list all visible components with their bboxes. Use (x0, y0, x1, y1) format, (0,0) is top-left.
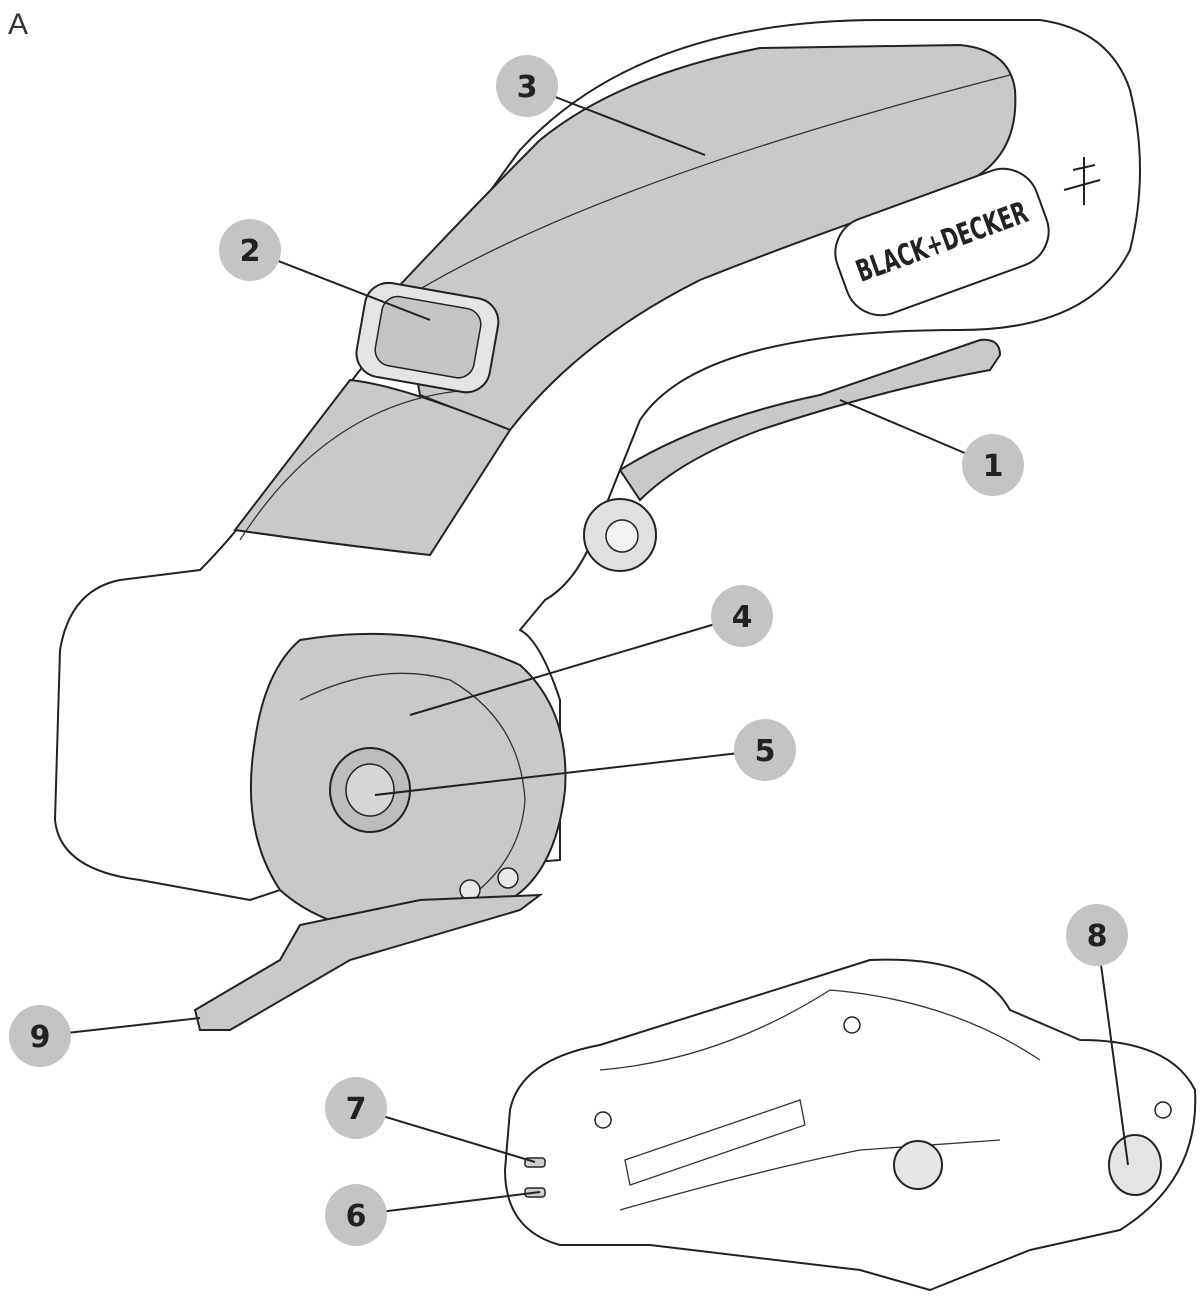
callout-2: 2 (219, 219, 281, 281)
guard-inner-rim (299, 672, 526, 911)
leader-line-4 (409, 615, 743, 716)
underside-panel (599, 989, 1041, 1071)
plus-icon (1063, 157, 1101, 205)
callout-7: 7 (325, 1077, 387, 1139)
power-button (374, 295, 482, 379)
underside-hole-1 (594, 1111, 612, 1129)
svg-text:2: 2 (240, 234, 261, 269)
blade-nut-inner (345, 763, 395, 817)
leader-line-2 (249, 249, 431, 321)
underside-slot (624, 1099, 806, 1186)
cutting-foot (193, 893, 544, 1031)
underside-hole-2 (843, 1016, 861, 1034)
underside-pivot (893, 1140, 943, 1190)
svg-text:7: 7 (346, 1092, 367, 1127)
tool-underside-view (504, 958, 1197, 1291)
leader-line-7 (355, 1107, 536, 1163)
leader-line-5 (374, 749, 766, 796)
svg-text:8: 8 (1087, 919, 1108, 954)
callout-3: 3 (496, 55, 558, 117)
callout-4: 4 (711, 585, 773, 647)
svg-text:6: 6 (346, 1199, 367, 1234)
underside-hole-3 (1154, 1101, 1172, 1119)
leader-line-3 (526, 85, 706, 156)
grip-seam (409, 74, 1011, 296)
grip-seam-2 (239, 389, 471, 541)
callout-6: 6 (325, 1184, 387, 1246)
svg-text:1: 1 (983, 449, 1004, 484)
grip-pad (398, 43, 1017, 432)
svg-text:4: 4 (732, 600, 753, 635)
underside-rail (619, 1139, 1001, 1211)
tool-main-view: BLACK+DECKER (54, 19, 1141, 1031)
callout-1: 1 (962, 434, 1024, 496)
leader-line-8 (1096, 934, 1129, 1166)
leader-lines (39, 85, 1129, 1216)
logo-plate (834, 167, 1050, 317)
svg-text:5: 5 (755, 734, 776, 769)
callouts: 1 2 3 4 5 6 7 (9, 55, 1128, 1246)
callout-9: 9 (9, 1005, 71, 1067)
charging-port (1108, 1134, 1162, 1196)
guard-screw-2 (497, 867, 519, 889)
svg-text:3: 3 (517, 70, 538, 105)
svg-text:9: 9 (30, 1020, 51, 1055)
pivot-screw (605, 519, 639, 553)
lock-lever (618, 338, 1002, 502)
grip-pad-lower (233, 378, 512, 557)
underside-body-outline (504, 958, 1197, 1291)
callout-5: 5 (734, 719, 796, 781)
figure-label: A (8, 8, 29, 41)
callout-8: 8 (1066, 904, 1128, 966)
